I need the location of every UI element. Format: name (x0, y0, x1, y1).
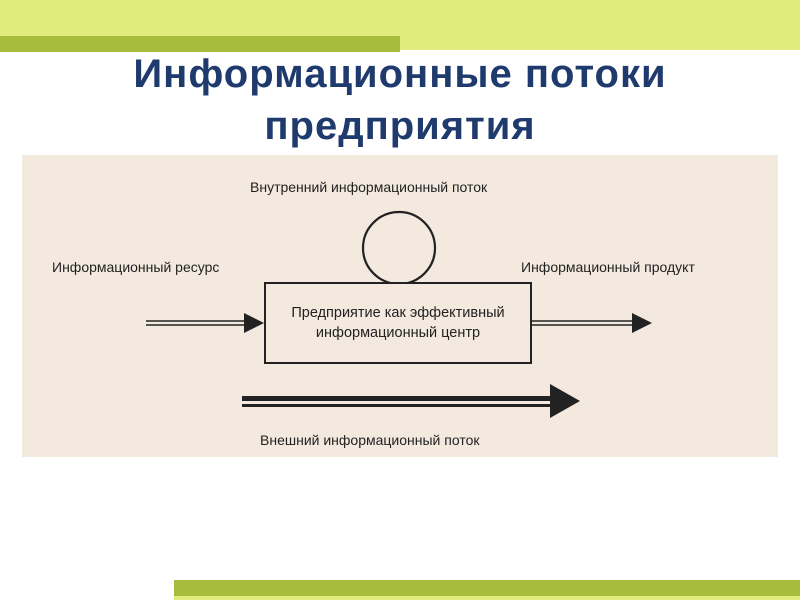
internal-flow-label: Внутренний информационный поток (250, 179, 488, 195)
enterprise-label-line-1: Предприятие как эффективный (291, 305, 505, 321)
resource-label: Информационный ресурс (52, 259, 220, 275)
slide-title: Информационные потоки предприятия (0, 48, 800, 152)
slide-title-line-2: предприятия (264, 104, 536, 148)
external-flow-arrow (242, 384, 580, 418)
external-flow-label: Внешний информационный поток (260, 432, 480, 448)
diagram-panel: Внутренний информационный поток Информац… (22, 155, 778, 457)
slide-title-line-1: Информационные потоки (133, 52, 667, 96)
resource-arrow (146, 313, 264, 333)
bottom-accent-bar-dark (174, 580, 800, 596)
top-accent-bar-dark (0, 36, 400, 52)
product-arrow (532, 313, 652, 333)
internal-flow-loop (361, 210, 437, 286)
bottom-accent-bar-light (174, 596, 800, 600)
enterprise-label-line-2: информационный центр (315, 325, 481, 341)
enterprise-box (264, 282, 532, 364)
enterprise-label: Предприятие как эффективный информационн… (265, 283, 531, 363)
diagram-graphics (146, 210, 652, 418)
product-label: Информационный продукт (521, 259, 695, 275)
